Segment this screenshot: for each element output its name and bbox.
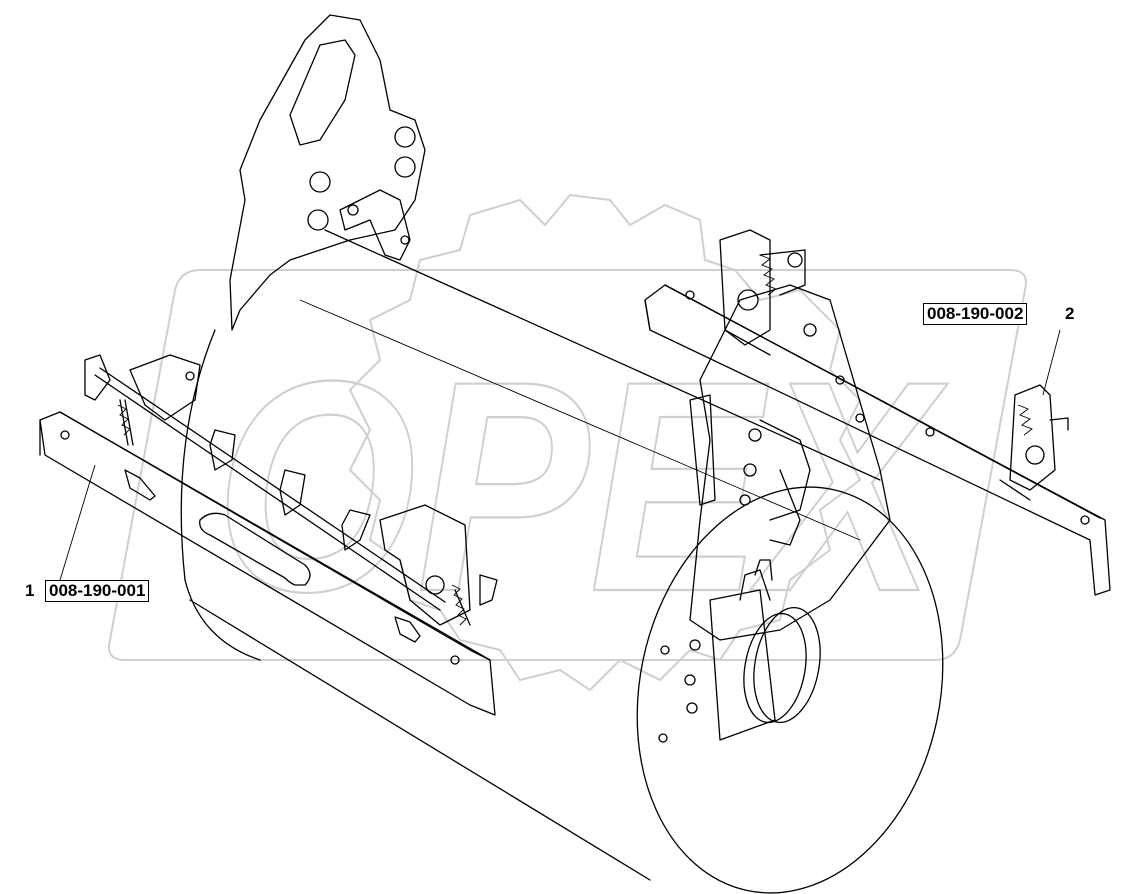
scraper-assembly-2	[644, 229, 1111, 596]
leader-line-2	[1042, 329, 1061, 396]
scraper-assembly-1	[39, 354, 498, 716]
drum-hub	[658, 559, 821, 743]
callout-part-code-1[interactable]: 008-190-001	[45, 580, 150, 602]
watermark-text: OPEX	[215, 318, 948, 654]
roller-drum	[180, 229, 944, 894]
callout-part-code-2[interactable]: 008-190-002	[923, 303, 1028, 325]
callout-number-1: 1	[25, 581, 35, 600]
leader-line-1	[59, 464, 96, 581]
watermark-frame	[108, 269, 1027, 661]
frame-plate	[689, 284, 891, 641]
upper-bracket	[229, 14, 426, 331]
callout-number-2: 2	[1065, 304, 1075, 323]
watermark: OPEX	[108, 193, 1027, 692]
